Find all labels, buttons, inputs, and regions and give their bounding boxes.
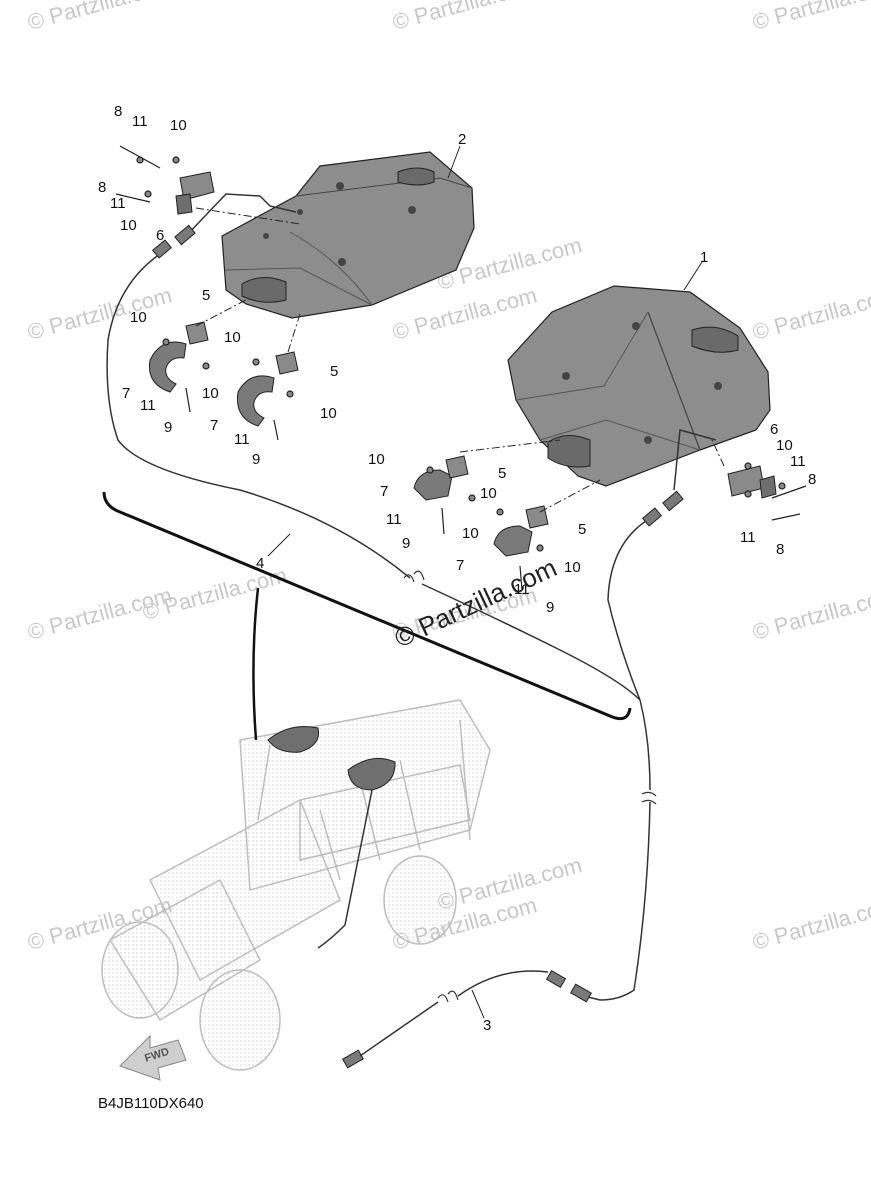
watermark: © Partzilla.com (750, 892, 871, 955)
clamp-right-b (493, 505, 549, 557)
speaker-part-1 (507, 285, 771, 487)
clamp-left-b (236, 351, 299, 427)
clamp-left-a (148, 321, 209, 393)
callout-label: 10 (776, 437, 793, 454)
roof-speaker-right (347, 757, 396, 791)
watermark: © Partzilla.com (390, 0, 540, 35)
watermark: © Partzilla.com (25, 282, 175, 345)
watermark: © Partzilla.com (750, 582, 871, 645)
watermark: © Partzilla.com (25, 0, 175, 35)
callout-label: 2 (458, 131, 466, 148)
callout-label: 5 (330, 363, 338, 380)
callout-label: 7 (380, 483, 388, 500)
callout-label: 10 (120, 217, 137, 234)
callout-label: 3 (483, 1017, 491, 1034)
watermark: © Partzilla.com (750, 282, 871, 345)
cable-harness-4 (106, 193, 717, 1001)
callout-label: 7 (122, 385, 130, 402)
callout-label: 11 (740, 529, 756, 546)
callout-label: 5 (202, 287, 210, 304)
callout-label: 11 (140, 397, 156, 414)
callout-label: 5 (498, 465, 506, 482)
callout-label: 10 (368, 451, 385, 468)
callout-label: 11 (386, 511, 402, 528)
fasteners (115, 145, 807, 591)
cable-connectors (151, 224, 684, 1069)
speaker-part-2 (221, 151, 475, 319)
callout-label: 5 (578, 521, 586, 538)
callout-label: 11 (234, 431, 250, 448)
callout-label: 10 (130, 309, 147, 326)
callout-label: 9 (546, 599, 554, 616)
group-leader (252, 587, 260, 741)
diagram-code: B4JB110DX640 (98, 1095, 204, 1112)
group-bracket (102, 491, 632, 721)
bracket-left-upper (175, 171, 215, 215)
callout-label: 11 (110, 195, 126, 212)
callout-label: 11 (132, 113, 148, 130)
callout-label: 10 (320, 405, 337, 422)
fwd-arrow: FWD (119, 1034, 187, 1081)
clamp-right-a (413, 455, 469, 501)
callout-label: 10 (480, 485, 497, 502)
cable-3 (359, 970, 549, 1057)
vehicle-illustration (101, 699, 491, 1071)
callout-label: 11 (790, 453, 806, 470)
callout-label: 4 (256, 555, 264, 572)
callout-label: 10 (462, 525, 479, 542)
callout-label: 10 (170, 117, 187, 134)
watermark: © Partzilla.com (750, 0, 871, 35)
callout-label: 8 (808, 471, 816, 488)
watermark: © Partzilla.com (390, 282, 540, 345)
callout-label: 7 (210, 417, 218, 434)
cable-breaks (403, 570, 657, 1003)
assembly-lines (195, 207, 725, 513)
callout-label: 9 (252, 451, 260, 468)
callout-label: 1 (700, 249, 708, 266)
callout-label: 8 (114, 103, 122, 120)
vehicle-wire (317, 789, 373, 949)
callout-label: 7 (456, 557, 464, 574)
callout-label: 6 (770, 421, 778, 438)
bracket-right-upper (727, 465, 777, 499)
callout-label: 6 (156, 227, 164, 244)
callout-label: 8 (776, 541, 784, 558)
callout-label: 8 (98, 179, 106, 196)
callout-label: 11 (514, 581, 530, 598)
callout-label: 10 (202, 385, 219, 402)
leader-lines (267, 145, 703, 1019)
callout-group: 1 2 3 4 5 5 5 5 6 6 7 7 7 7 8 8 8 8 9 9 … (98, 103, 816, 1034)
roof-speaker-left (267, 726, 320, 753)
callout-label: 10 (224, 329, 241, 346)
callout-label: 9 (164, 419, 172, 436)
callout-label: 9 (402, 535, 410, 552)
callout-label: 10 (564, 559, 581, 576)
